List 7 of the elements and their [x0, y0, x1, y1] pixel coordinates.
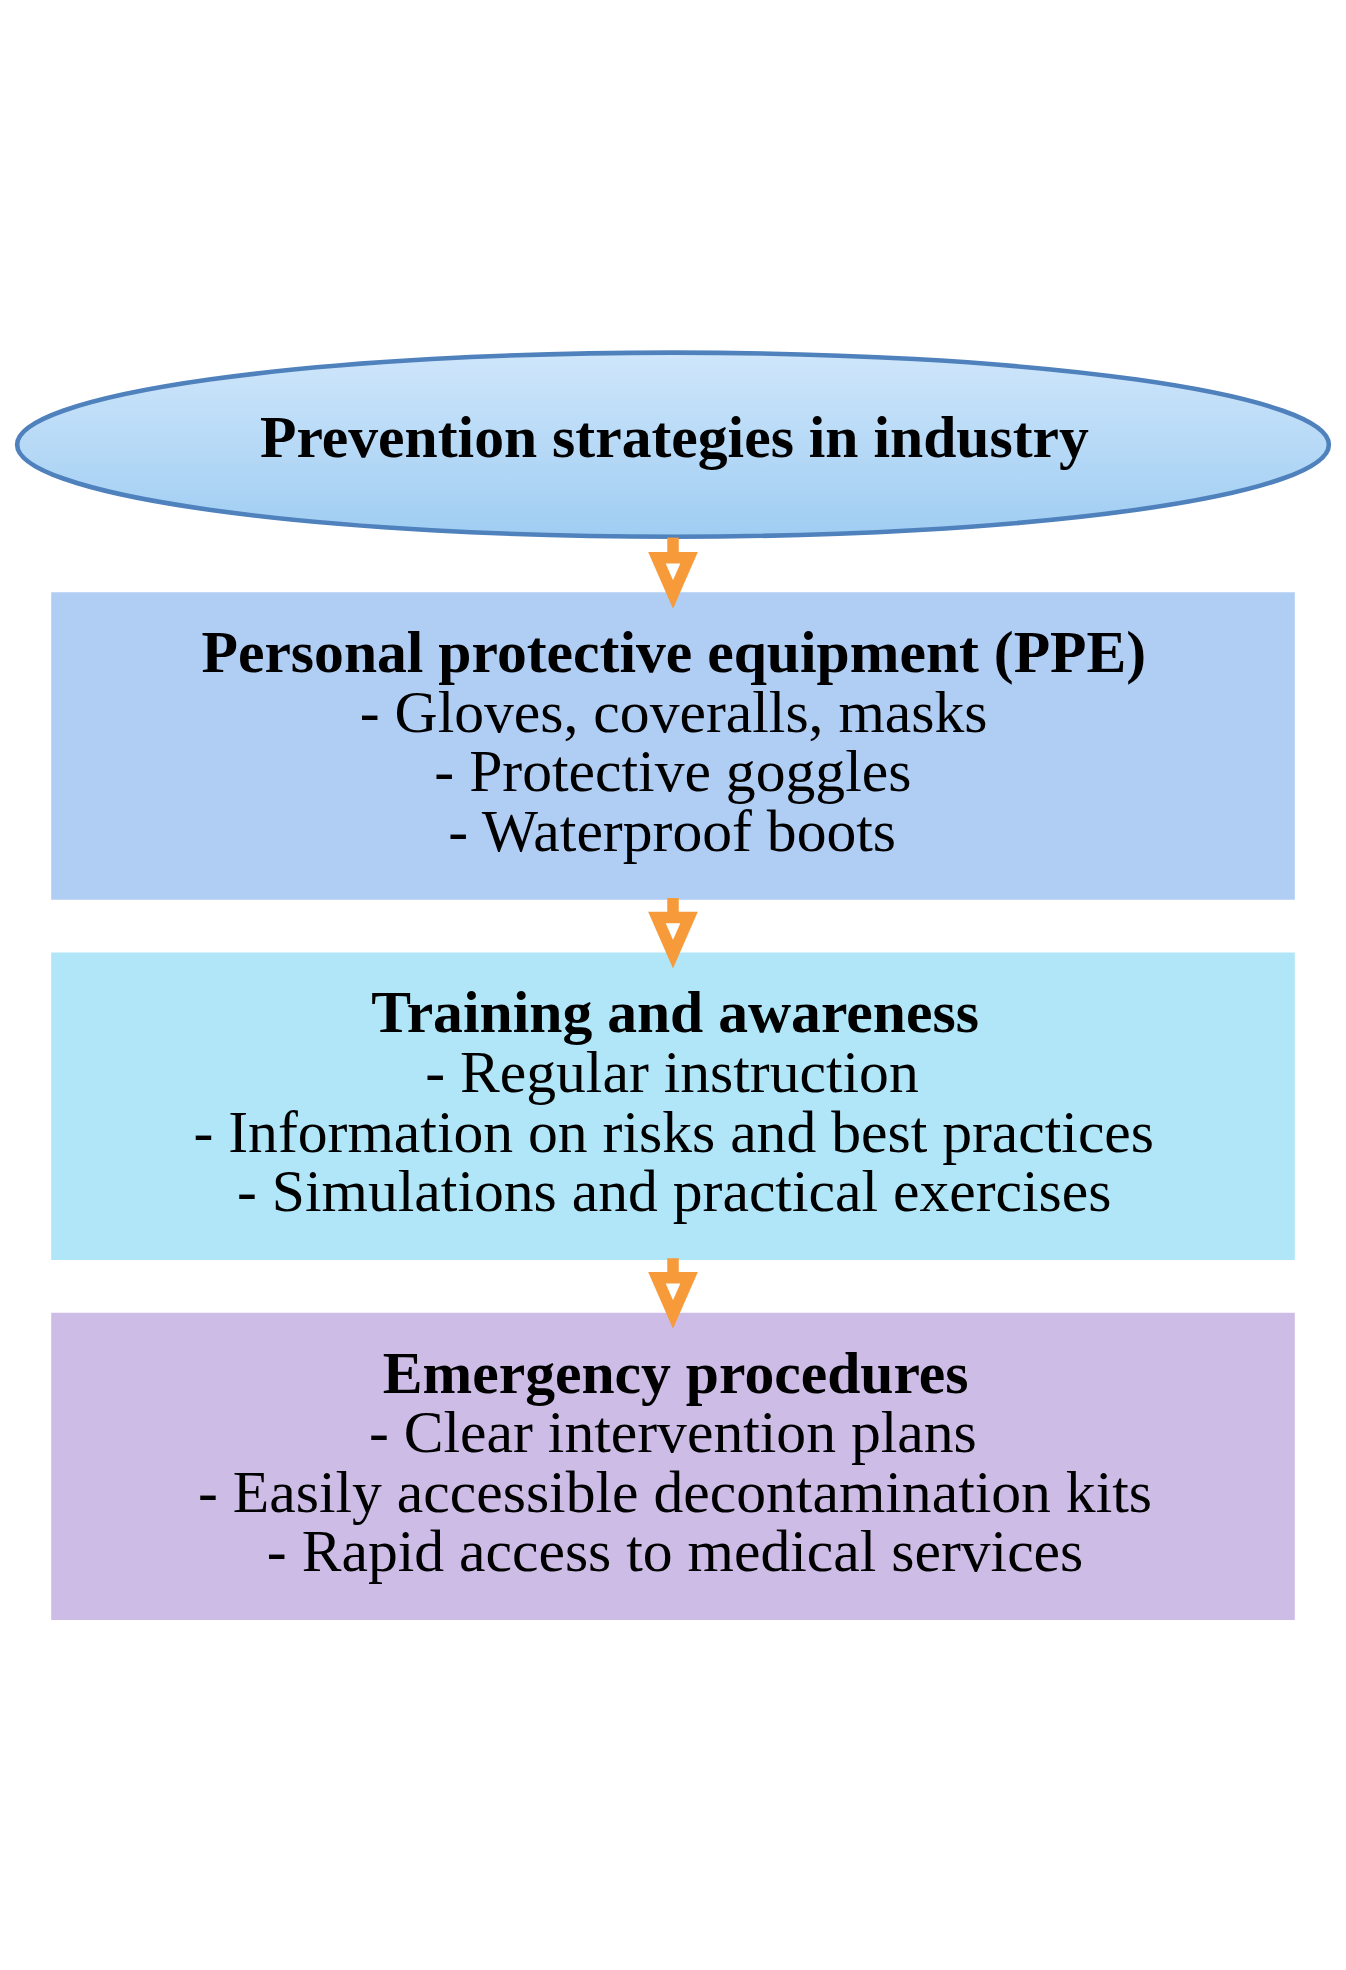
node-box: Emergency procedures - Clear intervention plans - Easily accessible decontamination kits - Rapid access to medical services	[51, 1312, 1295, 1621]
node-box: Personal protective equipment (PPE) - Gloves, coveralls, masks - Protective goggles - Waterproof boots	[51, 592, 1295, 900]
node-ellipse: Prevention strategies in industry	[14, 350, 1332, 539]
arrow	[648, 537, 698, 609]
arrow	[648, 898, 698, 969]
node-box: Training and awareness - Regular instruction - Information on risks and best practices - Simulations and practical exercises	[51, 952, 1295, 1260]
arrow	[648, 1258, 698, 1329]
